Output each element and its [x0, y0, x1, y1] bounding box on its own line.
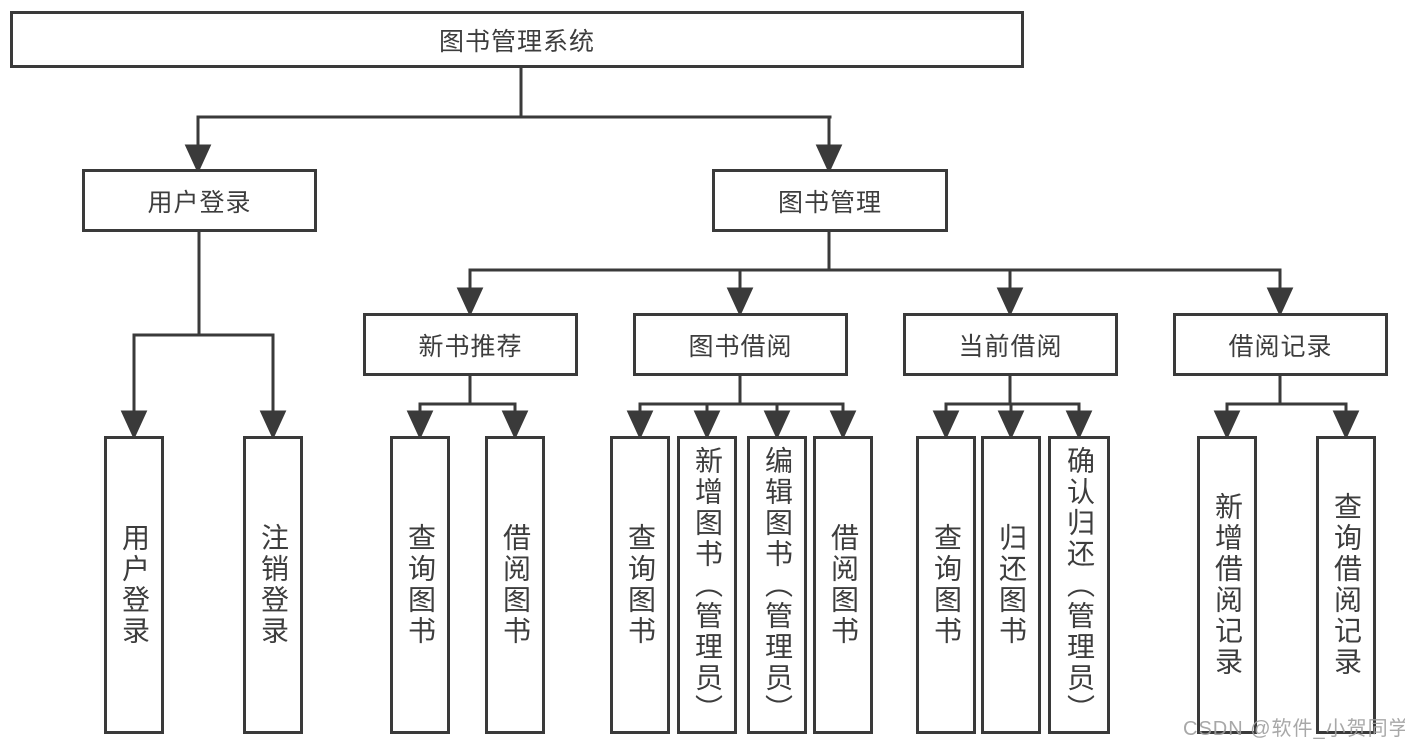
- node-library-management-system: 图书管理系统: [10, 11, 1024, 68]
- node-leaf-query-books-1: 查询图书: [390, 436, 450, 734]
- arrowhead: [1065, 410, 1093, 440]
- arrowhead: [997, 410, 1025, 440]
- connector-manage-to-level3: [456, 227, 1294, 317]
- csdn-watermark: CSDN @软件_小贺同学: [1183, 718, 1405, 740]
- arrowhead: [120, 410, 148, 440]
- node-new-book-recommendation: 新书推荐: [363, 313, 578, 376]
- arrowhead: [815, 144, 843, 174]
- arrowhead: [996, 287, 1024, 317]
- node-book-borrowing: 图书借阅: [633, 313, 848, 376]
- arrowhead: [456, 287, 484, 317]
- node-leaf-edit-books-admin: 编辑图书（管理员）: [747, 436, 807, 734]
- arrowhead: [184, 144, 212, 174]
- node-current-borrowing: 当前借阅: [903, 313, 1118, 376]
- arrowhead: [1266, 287, 1294, 317]
- node-leaf-query-books-2: 查询图书: [610, 436, 670, 734]
- node-leaf-query-books-3: 查询图书: [916, 436, 976, 734]
- node-leaf-logout: 注销登录: [243, 436, 303, 734]
- arrowhead: [501, 410, 529, 440]
- node-user-login: 用户登录: [82, 169, 317, 232]
- arrowhead: [763, 410, 791, 440]
- connector-records-to-children: [1213, 371, 1360, 440]
- arrowhead: [259, 410, 287, 440]
- connector-root-to-level2: [184, 62, 843, 174]
- node-borrowing-records: 借阅记录: [1173, 313, 1388, 376]
- connector-borrow-to-children: [626, 371, 857, 440]
- node-leaf-add-books-admin: 新增图书（管理员）: [677, 436, 737, 734]
- node-leaf-borrow-books-1: 借阅图书: [485, 436, 545, 734]
- arrowhead: [626, 410, 654, 440]
- node-leaf-return-books: 归还图书: [981, 436, 1041, 734]
- arrowhead: [1213, 410, 1241, 440]
- node-leaf-add-borrow-record: 新增借阅记录: [1197, 436, 1257, 734]
- connector-login-to-children: [120, 227, 287, 440]
- node-leaf-confirm-return-admin: 确认归还（管理员）: [1048, 436, 1110, 734]
- arrowhead: [693, 410, 721, 440]
- connector-current-to-children: [932, 371, 1093, 440]
- connector-recommend-to-children: [406, 371, 529, 440]
- node-book-management: 图书管理: [712, 169, 948, 232]
- arrowhead: [726, 287, 754, 317]
- arrowhead: [829, 410, 857, 440]
- node-leaf-borrow-books-2: 借阅图书: [813, 436, 873, 734]
- node-leaf-user-login: 用户登录: [104, 436, 164, 734]
- arrowhead: [932, 410, 960, 440]
- arrowhead: [406, 410, 434, 440]
- arrowhead: [1332, 410, 1360, 440]
- node-leaf-query-borrow-record: 查询借阅记录: [1316, 436, 1376, 734]
